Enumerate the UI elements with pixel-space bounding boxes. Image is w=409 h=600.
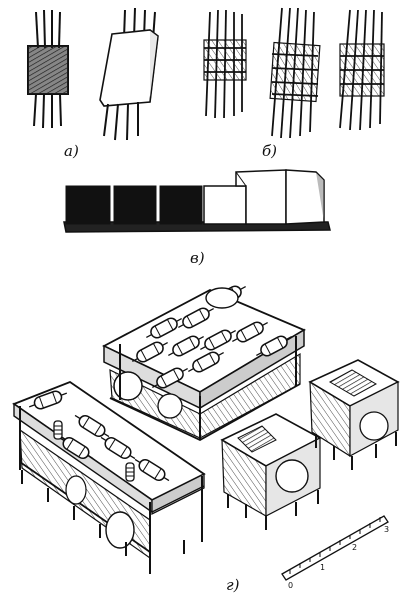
- module-row-v: [63, 169, 331, 233]
- label-v: в): [190, 249, 205, 267]
- assembly-large-board: [101, 280, 306, 442]
- assembly-small-board-1: [220, 413, 322, 531]
- scale-tick-0: 0: [288, 581, 293, 590]
- module-b-1: [203, 9, 247, 119]
- scale-tick-2: 2: [352, 543, 357, 552]
- label-a: а): [64, 142, 79, 160]
- label-b: б): [262, 142, 277, 160]
- label-g: г): [226, 576, 240, 594]
- assembly-small-board-2: [308, 359, 400, 471]
- module-b-3: [339, 9, 385, 131]
- scale-ruler: 0 1 2 3: [281, 515, 389, 590]
- module-b-2: [269, 7, 321, 139]
- scale-tick-1: 1: [320, 563, 325, 572]
- module-a-dark: [27, 9, 69, 129]
- module-a-white: [99, 7, 159, 141]
- assembly-left-board: [12, 380, 206, 575]
- scale-tick-3: 3: [384, 525, 389, 534]
